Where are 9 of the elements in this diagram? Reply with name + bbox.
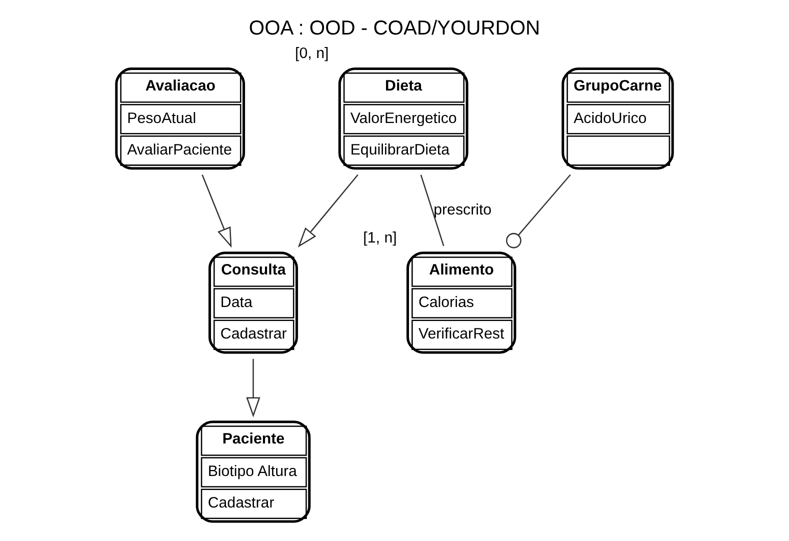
arrow	[246, 358, 260, 418]
connector	[506, 174, 571, 248]
arrow	[202, 174, 232, 248]
node-label: [1, n]	[363, 229, 397, 246]
node-label: [0, n]	[295, 45, 329, 62]
diagram-title: OOA : OOD - COAD/YOURDON	[248, 17, 540, 40]
arrow	[298, 174, 358, 248]
connector	[420, 174, 444, 246]
edge-label: prescrito	[434, 202, 492, 218]
